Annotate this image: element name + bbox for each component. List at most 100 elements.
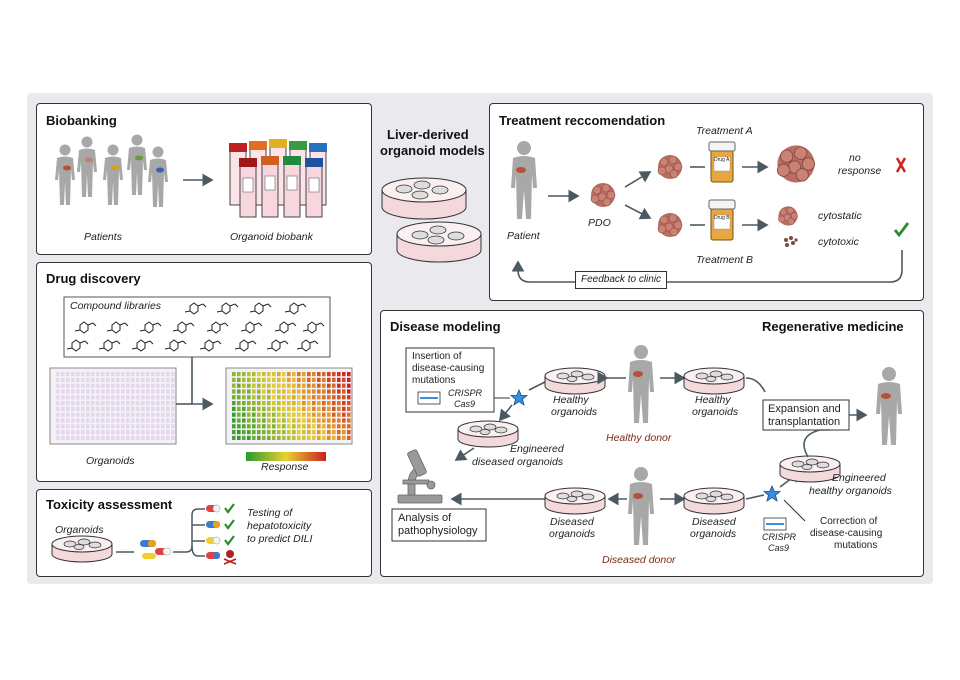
plate-well [312,383,316,388]
plate-well [342,389,346,394]
plate-well [312,395,316,400]
cas9-label-bottom: Cas9 [768,543,790,553]
plate-well [292,372,296,377]
insertion-line2: disease-causing [412,363,485,374]
plate-well [166,418,170,423]
plate-well [171,418,175,423]
plate-well [106,401,110,406]
plate-well [106,372,110,377]
plate-well [282,412,286,417]
plate-well [141,395,145,400]
insertion-line1: Insertion of [412,351,462,362]
plate-well [257,372,261,377]
plate-well [66,395,70,400]
plate-well [292,377,296,382]
plate-well [287,435,291,440]
plate-well [232,389,236,394]
plate-well [332,406,336,411]
plate-well [277,372,281,377]
plate-well [96,389,100,394]
plate-well [322,389,326,394]
plate-well [337,424,341,429]
plate-well [312,377,316,382]
tox-checkmarks [224,503,235,546]
plate-well [277,435,281,440]
plate-well [171,401,175,406]
plate-well [96,383,100,388]
plate-well [262,395,266,400]
plate-well [317,389,321,394]
response-label: Response [261,461,309,473]
plate-well [161,401,165,406]
plate-well [91,372,95,377]
patients-label: Patients [84,231,122,243]
plate-well [61,430,65,435]
plate-well [101,406,105,411]
plate-well [141,430,145,435]
plate-well [86,377,90,382]
plate-well [302,412,306,417]
plate-well [146,424,150,429]
plate-well [272,372,276,377]
plate-well [232,383,236,388]
plate-well [302,383,306,388]
plate-well [247,406,251,411]
plate-well [116,435,120,440]
plate-well [146,430,150,435]
plate-well [71,418,75,423]
plate-well [252,395,256,400]
plate-well [337,412,341,417]
plate-well [347,424,351,429]
plate-well [272,383,276,388]
plate-well [141,383,145,388]
plate-well [332,418,336,423]
plate-well [56,435,60,440]
plate-well [237,418,241,423]
plate-well [136,372,140,377]
plate-well [171,389,175,394]
plate-well [272,412,276,417]
plate-well [171,377,175,382]
plate-well [237,389,241,394]
plate-well [327,401,331,406]
plate-well [91,435,95,440]
plate-well [322,377,326,382]
plate-well [232,372,236,377]
plate-well [257,424,261,429]
plate-well [111,435,115,440]
plate-well [131,389,135,394]
treatment-patient-figure [511,141,537,219]
plate-well [171,383,175,388]
plate-well [277,406,281,411]
plate-well [237,383,241,388]
plate-well [116,418,120,423]
engineered-healthy-line2: healthy organoids [809,485,892,497]
plate-well [166,377,170,382]
plate-well [136,383,140,388]
analysis-line1: Analysis of [398,512,452,524]
plate-well [161,383,165,388]
plate-well [116,372,120,377]
plate-well [56,372,60,377]
plate-well [156,418,160,423]
testing-line3: to predict DILI [247,533,313,545]
plate-well [121,430,125,435]
plate-well [116,412,120,417]
plate-well [86,412,90,417]
plate-well [136,389,140,394]
plate-well [282,406,286,411]
plate-well [136,377,140,382]
plate-well [131,406,135,411]
plate-well [337,430,341,435]
plate-well [141,424,145,429]
plate-well [86,430,90,435]
plate-well [71,389,75,394]
plate-well [126,430,130,435]
plate-well [96,372,100,377]
feedback-box: Feedback to clinic [575,271,668,289]
plate-well [247,435,251,440]
plate-well [277,401,281,406]
plate-well [237,412,241,417]
plate-well [232,418,236,423]
plate-well [111,395,115,400]
